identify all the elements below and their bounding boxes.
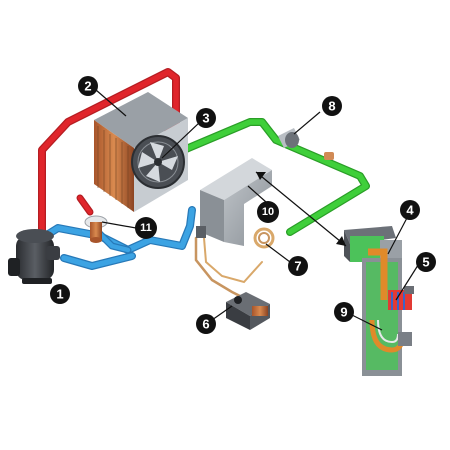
liquid-line	[38, 206, 196, 270]
callout-9: 9	[334, 302, 354, 322]
svg-text:11: 11	[140, 222, 152, 234]
callout-11: 11	[135, 217, 157, 239]
svg-text:4: 4	[406, 203, 414, 218]
pointer-arrowheads	[256, 172, 346, 246]
evaporator-housing	[196, 158, 272, 246]
svg-text:10: 10	[262, 206, 274, 218]
svg-text:9: 9	[340, 305, 347, 320]
svg-text:2: 2	[84, 79, 91, 94]
callout-8: 8	[322, 96, 342, 116]
callout-6: 6	[196, 314, 216, 334]
compressor	[8, 229, 60, 284]
capillary-tube	[194, 236, 263, 302]
evaporator-cutaway	[344, 226, 414, 376]
callout-7: 7	[288, 256, 308, 276]
suction-line	[156, 118, 370, 236]
thermostat-coil	[253, 227, 275, 249]
condenser-fan	[131, 135, 185, 189]
svg-text:7: 7	[294, 259, 301, 274]
svg-text:1: 1	[56, 287, 63, 302]
thermostat-control	[226, 292, 270, 330]
svg-text:5: 5	[422, 255, 429, 270]
callout-10: 10	[257, 201, 279, 223]
expansion-valve	[84, 215, 108, 243]
callout-5: 5	[416, 252, 436, 272]
svg-text:3: 3	[202, 111, 209, 126]
leader-lines	[95, 89, 421, 331]
svg-text:8: 8	[328, 99, 335, 114]
callout-3: 3	[196, 108, 216, 128]
callout-4: 4	[400, 200, 420, 220]
callout-1: 1	[50, 284, 70, 304]
svg-text:6: 6	[202, 317, 209, 332]
callout-2: 2	[78, 76, 98, 96]
